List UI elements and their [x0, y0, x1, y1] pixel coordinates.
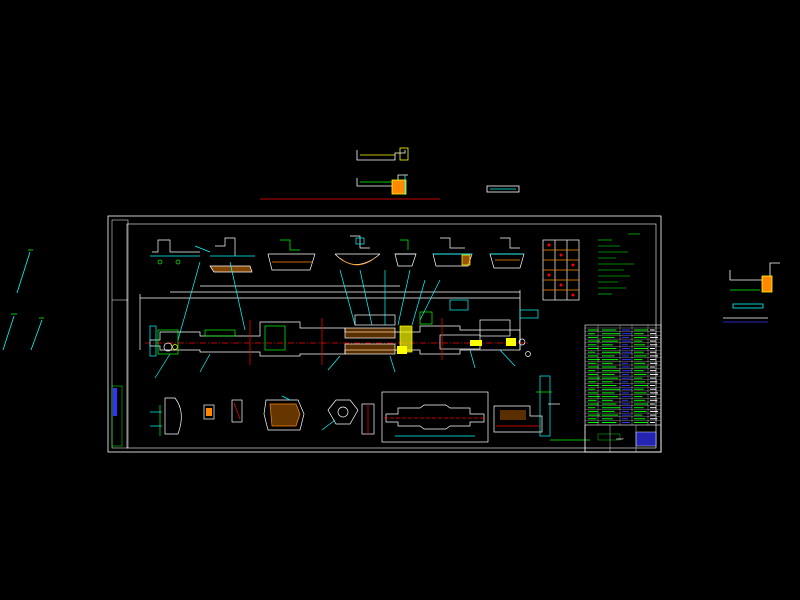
section-detail-6: [432, 237, 473, 267]
section-detail-4: [334, 235, 381, 266]
technical-notes: [598, 233, 640, 295]
stray-lines-left: [2, 249, 44, 351]
title-block: [584, 424, 662, 453]
left-margin-table: [111, 385, 123, 447]
detail-sectioned-block: [493, 405, 543, 433]
title-block-text: 2007: [616, 437, 624, 441]
section-detail-8-ladder: [542, 239, 580, 301]
right-fragment: [723, 262, 780, 323]
detail-housing-section: [263, 395, 305, 431]
detail-small-box: [203, 404, 215, 420]
sheet-inner-frame: [126, 223, 657, 449]
top-fragment: [260, 147, 520, 200]
section-detail-1: [150, 239, 211, 265]
detail-bracket: [150, 397, 182, 436]
detail-hex-nut: [321, 399, 359, 431]
parts-list-table: 2007: [584, 324, 662, 453]
main-assembly: [139, 261, 539, 379]
section-details-top-row: [150, 235, 580, 301]
section-detail-2: [209, 237, 255, 273]
detail-views-bottom-row: [150, 375, 590, 443]
detail-vertical-post: [536, 375, 560, 437]
section-detail-3: [267, 239, 316, 271]
detail-plate: [361, 403, 375, 435]
section-detail-5: [394, 239, 417, 267]
section-detail-7: [489, 237, 525, 269]
detail-long-shaft: [381, 391, 489, 443]
detail-slanted-block: [231, 399, 243, 423]
